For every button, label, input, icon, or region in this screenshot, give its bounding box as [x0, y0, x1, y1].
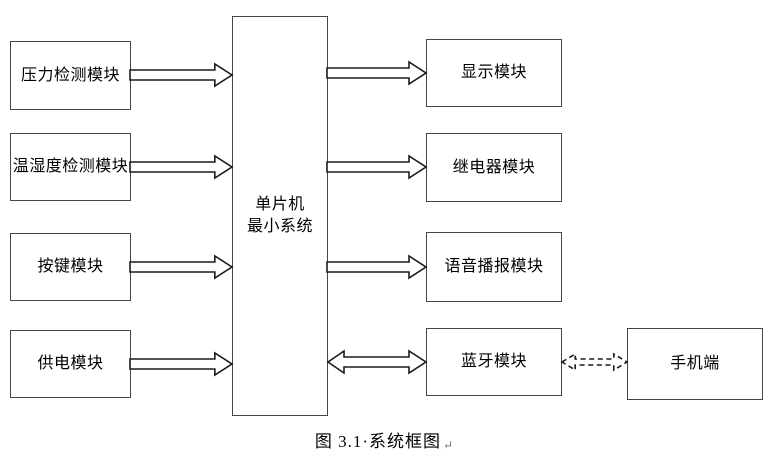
arrow-mcu-to-voice-icon: [326, 254, 428, 280]
figure-caption: 图 3.1·系统框图↵: [0, 427, 768, 453]
node-temp-humidity-detection-module: 温湿度检测模块: [10, 133, 131, 201]
node-label: 单片机 最小系统: [247, 194, 313, 237]
arrow-bluetooth-phone-dashed-icon: [560, 352, 629, 372]
paragraph-mark: ↵: [443, 438, 454, 452]
node-mcu-minimal-system: 单片机 最小系统: [232, 16, 328, 416]
node-display-module: 显示模块: [426, 39, 562, 107]
node-label: 按键模块: [37, 258, 104, 276]
mcu-label-line1: 单片机: [255, 196, 305, 214]
arrow-power-to-mcu-icon: [129, 351, 234, 377]
node-label: 压力检测模块: [20, 66, 120, 84]
node-label: 温湿度检测模块: [12, 158, 129, 176]
node-bluetooth-module: 蓝牙模块: [426, 328, 562, 396]
node-label: 供电模块: [37, 355, 104, 373]
mcu-label-line2: 最小系统: [246, 218, 313, 235]
arrow-mcu-bluetooth-bidirectional-icon: [326, 349, 428, 375]
node-pressure-detection-module: 压力检测模块: [10, 41, 131, 110]
node-label: 蓝牙模块: [460, 353, 527, 371]
arrow-pressure-to-mcu-icon: [129, 62, 234, 88]
arrow-temphumidity-to-mcu-icon: [129, 154, 234, 180]
arrow-mcu-to-relay-icon: [326, 154, 428, 180]
node-voice-broadcast-module: 语音播报模块: [426, 232, 562, 302]
node-label: 继电器模块: [452, 158, 536, 176]
node-label: 语音播报模块: [444, 258, 544, 276]
arrow-button-to-mcu-icon: [129, 254, 234, 280]
node-relay-module: 继电器模块: [426, 133, 562, 202]
node-power-supply-module: 供电模块: [10, 330, 131, 398]
figure-caption-text: 图 3.1·系统框图: [314, 432, 442, 451]
node-label: 显示模块: [460, 64, 527, 82]
arrow-mcu-to-display-icon: [326, 60, 428, 86]
node-button-module: 按键模块: [10, 233, 131, 301]
node-label: 手机端: [670, 355, 720, 373]
node-mobile-phone: 手机端: [627, 328, 763, 400]
